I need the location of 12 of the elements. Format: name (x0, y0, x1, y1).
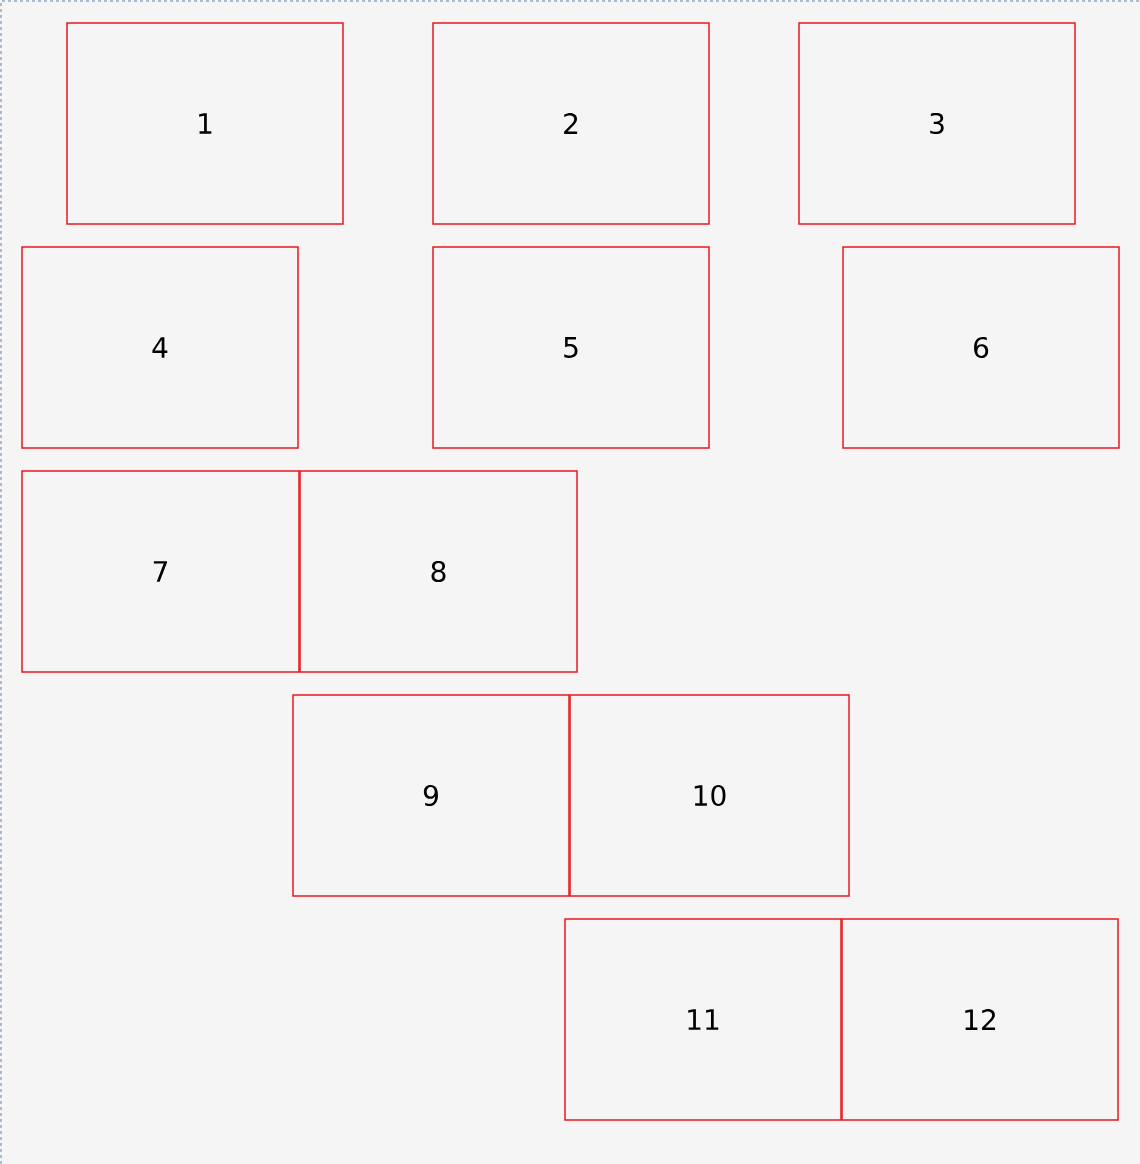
grid-box: 10 (569, 694, 850, 897)
grid-box: 9 (292, 694, 570, 897)
grid-box: 6 (842, 246, 1120, 449)
grid-box: 8 (299, 470, 578, 673)
grid-box: 4 (21, 246, 299, 449)
grid-box: 12 (841, 918, 1119, 1121)
grid-box: 11 (564, 918, 842, 1121)
grid-box: 2 (432, 22, 710, 225)
grid-box: 3 (798, 22, 1076, 225)
grid-box: 7 (21, 470, 300, 673)
grid-box: 1 (66, 22, 344, 225)
grid-box: 5 (432, 246, 710, 449)
